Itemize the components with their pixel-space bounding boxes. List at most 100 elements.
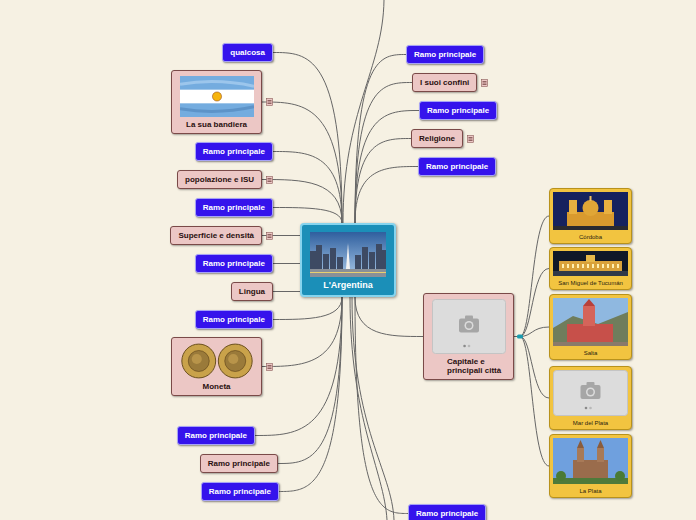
topic-label: Ramo principale xyxy=(203,259,265,268)
offscreen-branch xyxy=(343,0,384,223)
picture-frame xyxy=(429,299,508,354)
branch-connector xyxy=(279,297,342,492)
topic-box: Capitale e principali città xyxy=(423,293,514,380)
city-topic: La Plata xyxy=(549,434,632,498)
topic-label: Ramo principale xyxy=(416,509,478,518)
branch-box: Ramo principale xyxy=(195,254,273,273)
branch-connector xyxy=(273,152,342,224)
branch-connector xyxy=(355,297,423,337)
topic-label: Moneta xyxy=(177,382,256,391)
branch-box: Ramo principale xyxy=(195,310,273,329)
branch-connector xyxy=(355,139,411,224)
city-topic: Mar del Plata xyxy=(549,366,632,430)
topic-label: Salta xyxy=(553,349,628,357)
topic-label: Ramo principale xyxy=(203,147,265,156)
topic-label: Mar del Plata xyxy=(553,419,628,427)
topic-label: La Plata xyxy=(553,487,628,495)
topic-label: Ramo principale xyxy=(208,459,270,468)
central-topic: L'Argentina xyxy=(300,223,396,297)
tucuman-picture xyxy=(553,251,628,276)
topic-box: Lingua xyxy=(231,282,273,301)
cam-picture xyxy=(432,299,506,354)
note-marker xyxy=(481,79,488,87)
branch-connector xyxy=(273,53,342,224)
note-marker xyxy=(266,176,273,184)
cam-picture xyxy=(553,370,628,416)
topic-box: I suoi confini xyxy=(412,73,477,92)
topic-label: Ramo principale xyxy=(426,162,488,171)
topic-label: Religione xyxy=(419,134,455,143)
branch-box: Ramo principale xyxy=(418,157,496,176)
topic-label: I suoi confini xyxy=(420,78,469,87)
picture-frame xyxy=(553,438,628,484)
branch-connector xyxy=(514,337,549,467)
note-marker xyxy=(266,232,273,240)
note-icon xyxy=(467,135,474,143)
topic-box: La sua bandiera xyxy=(171,70,262,134)
branch-connector xyxy=(262,102,342,223)
topic-label: San Miguel de Tucumán xyxy=(553,279,628,287)
cordoba-picture xyxy=(553,192,628,230)
topic-label: Ramo principale xyxy=(427,106,489,115)
salta-picture xyxy=(553,298,628,346)
flag-picture xyxy=(180,76,254,117)
topic-label: Córdoba xyxy=(553,233,628,241)
note-marker xyxy=(266,363,273,371)
branch-connector xyxy=(514,216,549,337)
branch-connector xyxy=(262,297,342,367)
branch-connector xyxy=(273,263,300,264)
branch-connector xyxy=(273,208,342,224)
branch-connector xyxy=(262,180,342,224)
branch-box: Ramo principale xyxy=(419,101,497,120)
picture-frame xyxy=(177,76,256,117)
topic-label: qualcosa xyxy=(230,48,265,57)
note-icon xyxy=(266,98,273,106)
topic-label: Ramo principale xyxy=(185,431,247,440)
branch-box: Ramo principale xyxy=(406,45,484,64)
branch-box: qualcosa xyxy=(222,43,273,62)
topic-label: Superficie e densità xyxy=(178,231,254,240)
topic-label: Ramo principale xyxy=(209,487,271,496)
topic-label: L'Argentina xyxy=(310,280,386,291)
junction-dot xyxy=(517,335,523,339)
topic-label: Ramo principale xyxy=(414,50,476,59)
picture-frame xyxy=(553,298,628,346)
branch-connector xyxy=(514,269,549,337)
branch-box: Ramo principale xyxy=(195,142,273,161)
picture-frame xyxy=(310,232,386,277)
branch-box: Ramo principale xyxy=(408,504,486,520)
branch-connector xyxy=(355,167,418,224)
topic-box: Ramo principale xyxy=(200,454,278,473)
note-icon xyxy=(266,232,273,240)
city-picture xyxy=(310,232,386,277)
branch-box: Ramo principale xyxy=(201,482,279,501)
topic-box: popolazione e ISU xyxy=(177,170,262,189)
branch-connector xyxy=(273,291,300,292)
picture-frame xyxy=(553,251,628,276)
picture-frame xyxy=(553,192,628,230)
branch-connector xyxy=(278,297,342,464)
note-icon xyxy=(481,79,488,87)
city-topic: Salta xyxy=(549,294,632,360)
branch-box: Ramo principale xyxy=(195,198,273,217)
coins-picture xyxy=(179,343,255,379)
picture-frame xyxy=(553,370,628,416)
branch-connector xyxy=(355,111,419,224)
topic-label: Lingua xyxy=(239,287,265,296)
note-icon xyxy=(266,176,273,184)
picture-frame xyxy=(177,343,256,379)
laplata-picture xyxy=(553,438,628,484)
city-topic: San Miguel de Tucumán xyxy=(549,247,632,290)
branch-box: Ramo principale xyxy=(177,426,255,445)
topic-label: Capitale e principali città xyxy=(429,357,508,375)
note-marker xyxy=(467,135,474,143)
note-marker xyxy=(266,98,273,106)
topic-box: Moneta xyxy=(171,337,262,396)
note-icon xyxy=(266,363,273,371)
topic-box: Religione xyxy=(411,129,463,148)
topic-label: Ramo principale xyxy=(203,203,265,212)
topic-box: Superficie e densità xyxy=(170,226,262,245)
branch-connector xyxy=(355,83,412,224)
city-topic: Córdoba xyxy=(549,188,632,244)
